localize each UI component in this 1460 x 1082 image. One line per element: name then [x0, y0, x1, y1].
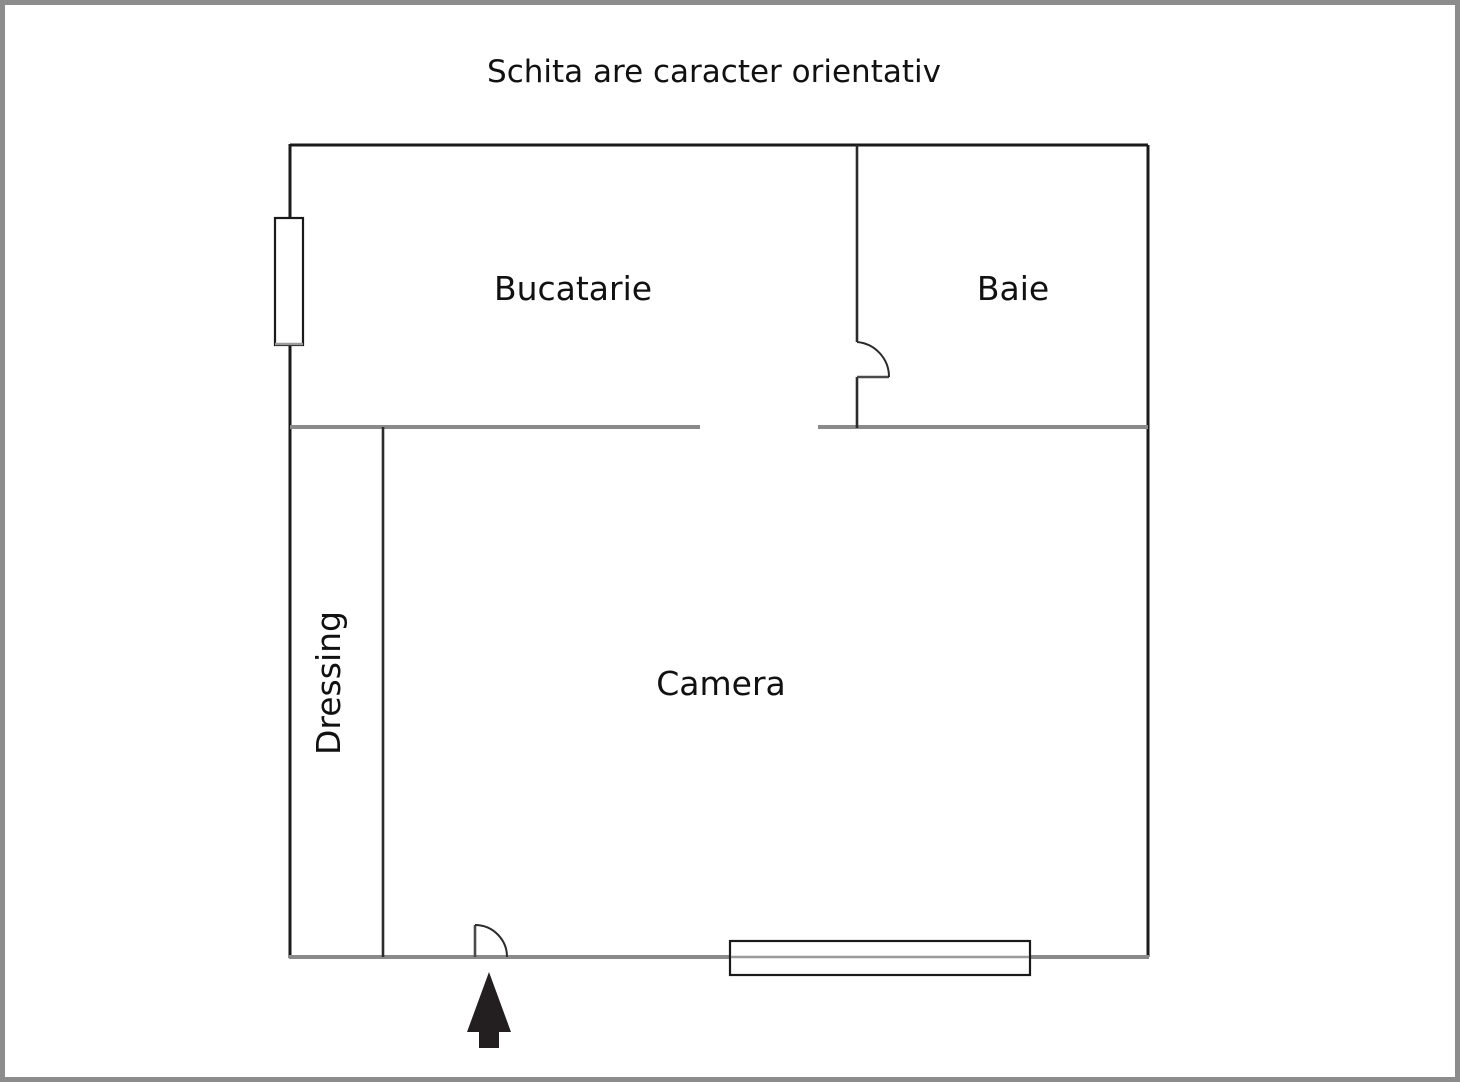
room-label-group: Bucatarie Baie Dressing Camera — [309, 269, 1049, 755]
window-left — [273, 216, 305, 347]
interior-wall-group — [290, 145, 1148, 957]
room-label-baie: Baie — [977, 269, 1049, 308]
door-group — [473, 341, 891, 958]
window-left-frame — [273, 216, 305, 347]
wall-group — [288, 143, 1150, 959]
door-baie-swing-arc — [856, 341, 891, 378]
window-group — [273, 216, 1032, 977]
door-entry-swing-arc — [474, 924, 508, 958]
entrance-arrow-icon — [467, 972, 511, 1048]
window-bottom — [728, 939, 1032, 977]
door-entry — [473, 924, 508, 958]
room-label-bucatarie: Bucatarie — [494, 269, 652, 308]
room-label-dressing: Dressing — [309, 611, 348, 755]
room-label-camera: Camera — [656, 664, 786, 703]
page-title: Schita are caracter orientativ — [487, 54, 941, 90]
door-baie — [856, 341, 891, 379]
